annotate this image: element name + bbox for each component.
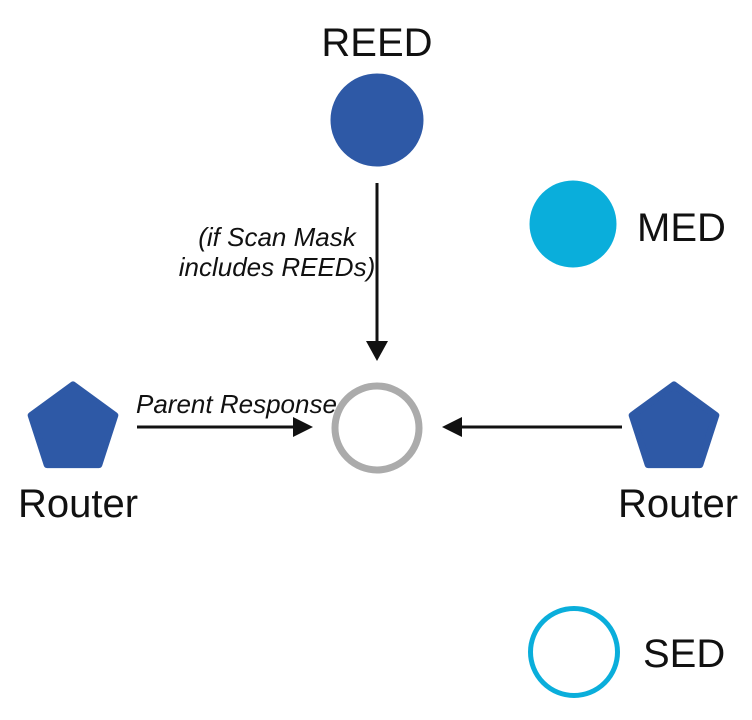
scan-mask-annotation-line1: (if Scan Mask: [198, 222, 356, 252]
reed-node-label: REED: [321, 21, 433, 65]
center-node-circle: [331, 382, 423, 474]
med-node-label: MED: [637, 206, 726, 250]
router-right-node-label: Router: [618, 482, 739, 526]
scan-mask-annotation: (if Scan Mask includes REEDs): [177, 222, 377, 282]
scan-mask-annotation-line2: includes REEDs): [178, 252, 376, 282]
reed-to-center-arrow: [366, 183, 388, 361]
parent-response-annotation: Parent Response: [136, 389, 337, 419]
router-left-pentagon: [27, 381, 119, 469]
med-node-circle: [529, 180, 617, 268]
right-router-to-center-arrow: [442, 417, 622, 437]
left-router-to-center-arrow: [137, 417, 313, 437]
sed-node-label: SED: [643, 632, 726, 676]
reed-node-circle: [330, 73, 424, 167]
reed-to-center-arrowhead: [366, 341, 388, 361]
sed-node-circle: [528, 606, 620, 698]
right-router-arrowhead: [442, 417, 462, 437]
router-left-node-label: Router: [18, 482, 139, 526]
left-router-arrowhead: [293, 417, 313, 437]
router-right-pentagon: [628, 381, 720, 469]
